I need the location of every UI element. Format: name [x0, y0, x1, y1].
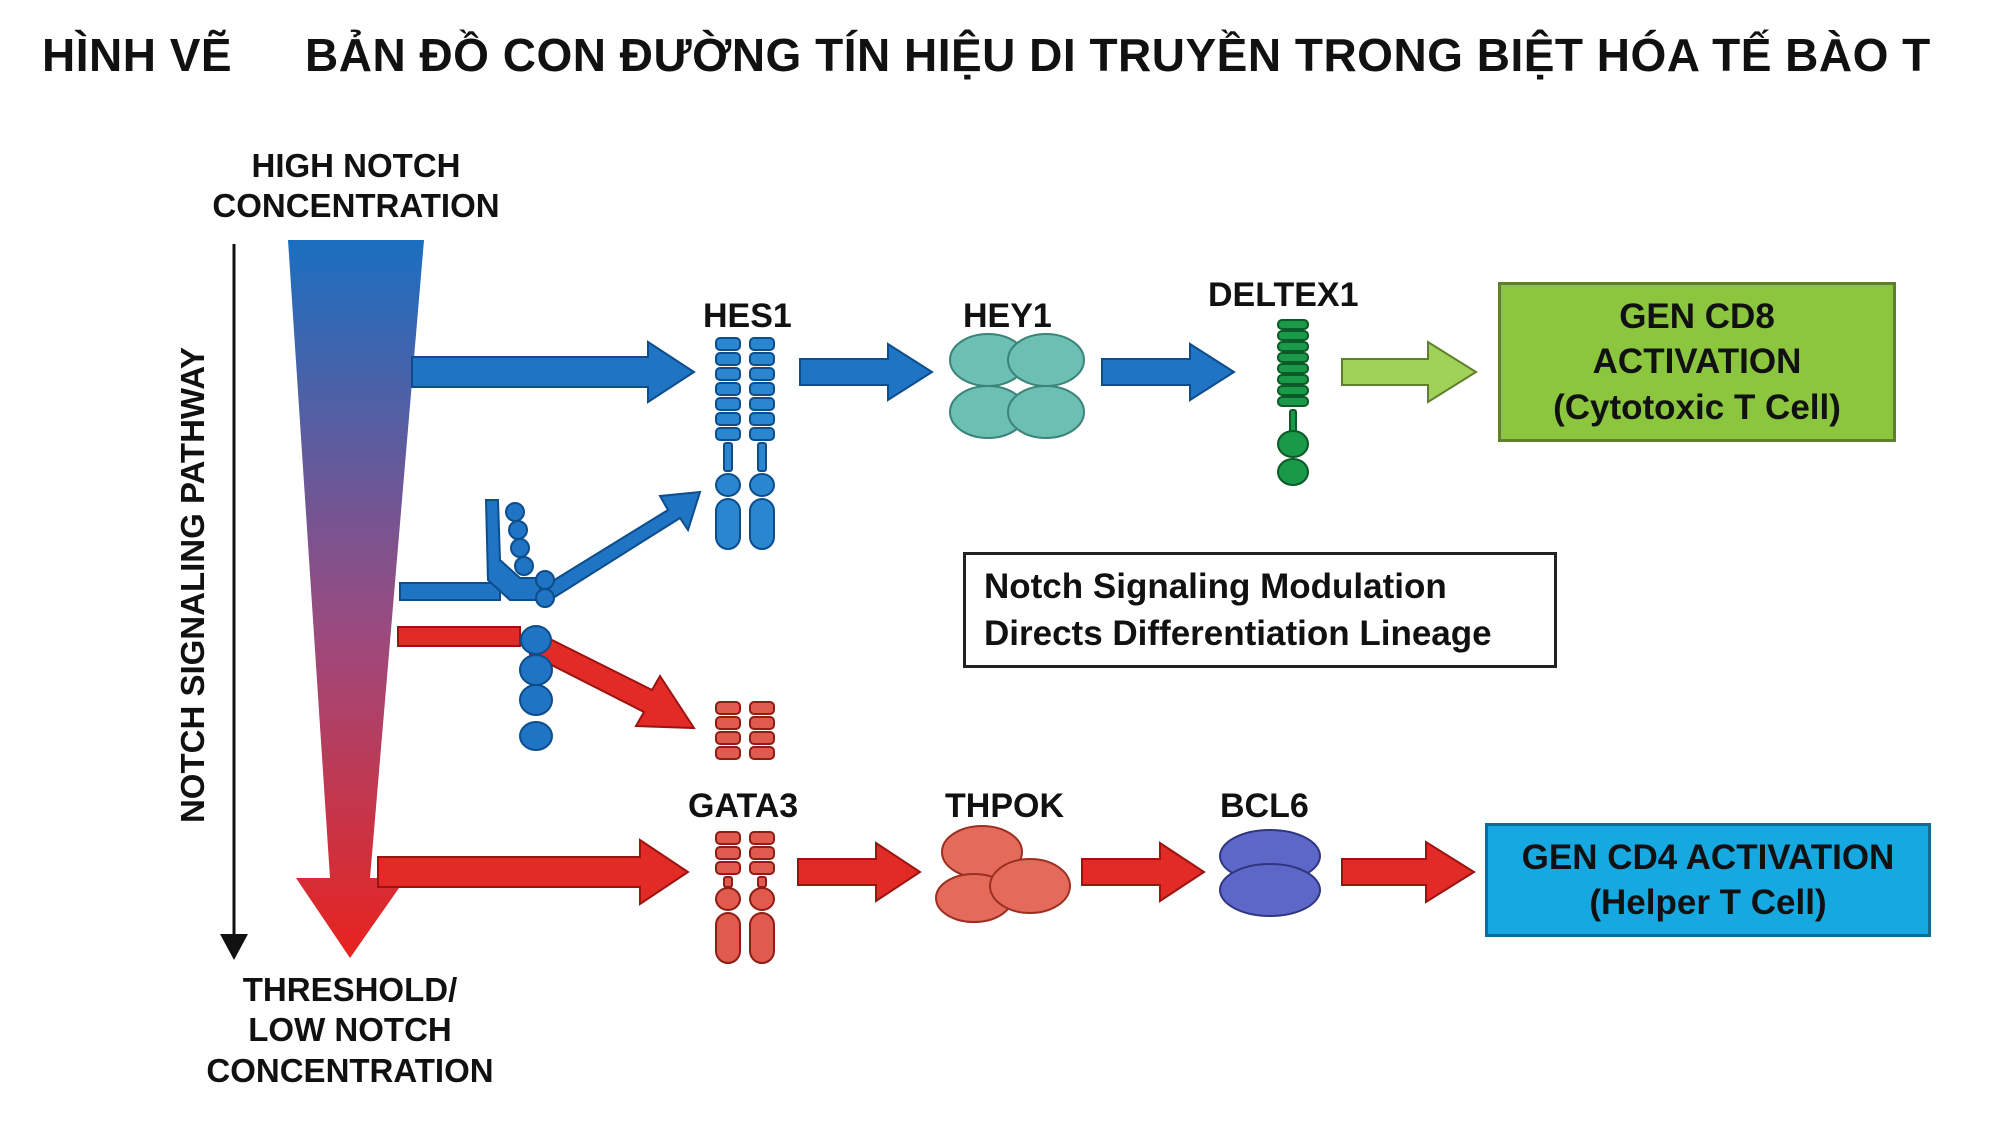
cd4-line2: (Helper T Cell) [1589, 883, 1827, 922]
modulation-note-box: Notch Signaling Modulation Directs Diffe… [963, 552, 1557, 668]
notch-gradient-wedge [288, 240, 424, 958]
thpok-label: THPOK [945, 787, 1064, 825]
figure-label: HÌNH VẼ [42, 29, 233, 81]
low-notch-label-line2: LOW NOTCH [248, 1011, 452, 1049]
cd8-line3: (Cytotoxic T Cell) [1553, 387, 1841, 427]
arrow-gata3-to-thpok [797, 841, 922, 903]
bcl6-label: BCL6 [1220, 787, 1309, 825]
arrow-to-hes1 [411, 340, 696, 404]
note-line1: Notch Signaling Modulation [984, 566, 1447, 606]
blue-branch-lower [399, 490, 702, 607]
arrow-hey1-to-deltex1 [1101, 342, 1236, 402]
cd8-line1: GEN CD8 [1619, 296, 1775, 336]
note-line2: Directs Differentiation Lineage [984, 614, 1492, 653]
hes1-label: HES1 [703, 297, 792, 335]
high-notch-label-line1: HIGH NOTCH [251, 147, 461, 184]
high-notch-label-line2: CONCENTRATION [212, 187, 500, 225]
red-branch-upper [397, 626, 696, 730]
hey1-protein [949, 333, 1085, 439]
axis-label: NOTCH SIGNALING PATHWAY [174, 347, 211, 823]
low-notch-label-line3: CONCENTRATION [206, 1051, 494, 1089]
cd4-line1: GEN CD4 ACTIVATION [1521, 837, 1895, 877]
low-notch-label: THRESHOLD/ LOW NOTCH CONCENTRATION [140, 970, 560, 1091]
deltex1-protein [1277, 319, 1309, 486]
hes1-receptor [715, 337, 775, 550]
hey1-label: HEY1 [963, 297, 1052, 335]
gata3-receptor [715, 831, 775, 964]
figure-title: HÌNH VẼ BẢN ĐỒ CON ĐƯỜNG TÍN HIỆU DI TRU… [0, 28, 2000, 98]
gata3-small-stack [715, 701, 775, 760]
deltex1-label: DELTEX1 [1208, 276, 1359, 314]
cd8-line2: ACTIVATION [1592, 342, 1802, 382]
arrow-deltex1-to-cd8 [1341, 340, 1478, 404]
high-notch-label: HIGH NOTCH CONCENTRATION [146, 146, 566, 227]
gata3-label: GATA3 [688, 787, 799, 825]
arrow-thpok-to-bcl6 [1081, 841, 1206, 903]
cd4-activation-box: GEN CD4 ACTIVATION (Helper T Cell) [1485, 823, 1931, 937]
low-notch-label-line1: THRESHOLD/ [242, 971, 458, 1008]
bcl6-protein [1219, 829, 1321, 917]
central-receptor [484, 499, 555, 751]
figure-title-text: BẢN ĐỒ CON ĐƯỜNG TÍN HIỆU DI TRUYỀN TRON… [305, 29, 1931, 81]
vertical-axis [220, 244, 248, 960]
arrow-hes1-to-hey1 [799, 342, 934, 402]
arrow-to-gata3 [377, 838, 690, 906]
cd8-activation-box: GEN CD8 ACTIVATION (Cytotoxic T Cell) [1498, 282, 1896, 442]
arrow-bcl6-to-cd4 [1341, 840, 1476, 904]
thpok-protein [935, 825, 1071, 923]
